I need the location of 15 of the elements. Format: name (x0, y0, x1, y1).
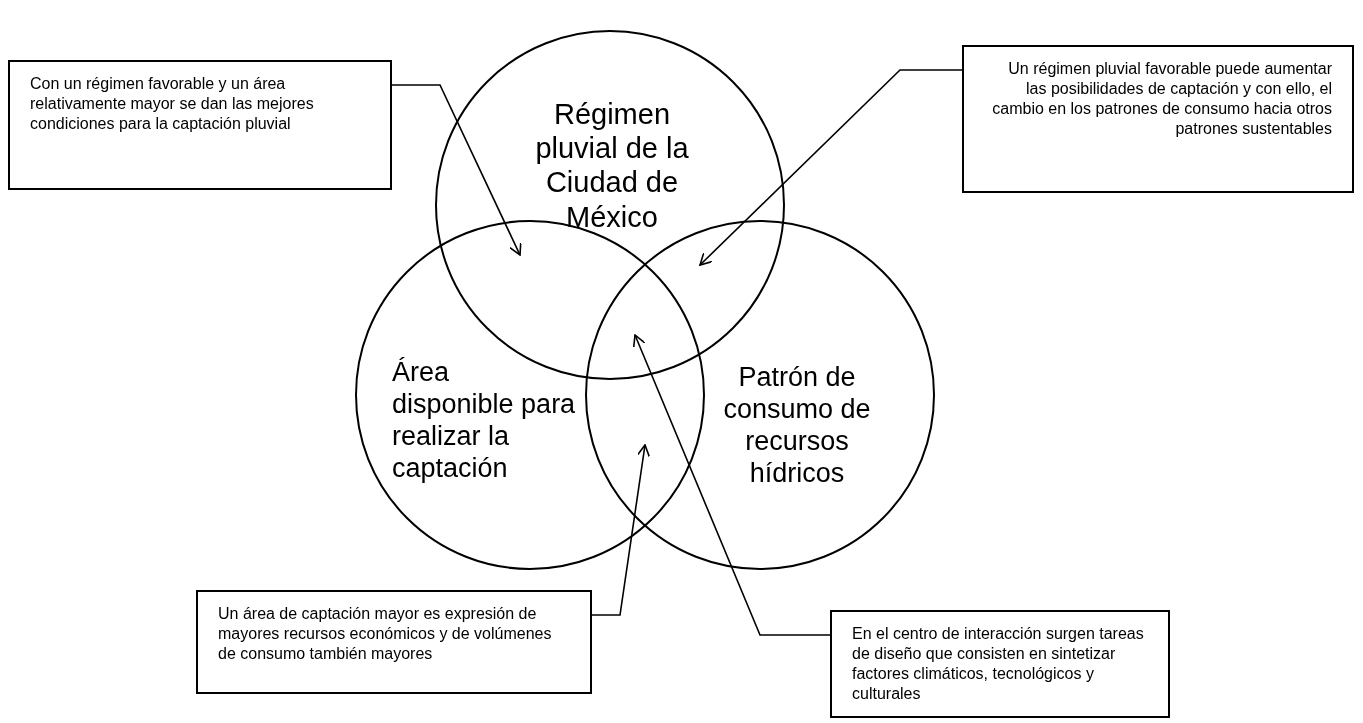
callout-text: Un área de captación mayor es expresión de mayores recursos económicos y de volúmenes de consumo también mayores (218, 604, 553, 664)
callout-box (196, 590, 592, 694)
leader-line (391, 84, 522, 256)
callout-box (830, 610, 1170, 718)
callout-box (962, 45, 1354, 193)
callout-text: Con un régimen favorable y un área relativamente mayor se dan las mejores condiciones para la captación pluvial (30, 74, 315, 134)
leader-line (699, 69, 963, 266)
leader-line (591, 444, 651, 616)
callout-text: En el centro de interacción surgen tareas de diseño que consisten en sintetizar factores climáticos, tecnológicos y culturales (852, 624, 1145, 704)
circle-label: Área disponible para realizar la captación (392, 357, 577, 485)
callout-text: Un régimen pluvial favorable puede aumentar las posibilidades de captación y con ello, el cambio en los patrones de consumo hacia otros patrones sustentables (991, 59, 1332, 139)
leader-line (632, 334, 831, 636)
circle-label: Patrón de consumo de recursos hídricos (722, 362, 872, 490)
circle-label: Régimen pluvial de la Ciudad de México (534, 97, 690, 234)
callout-box (8, 60, 392, 190)
